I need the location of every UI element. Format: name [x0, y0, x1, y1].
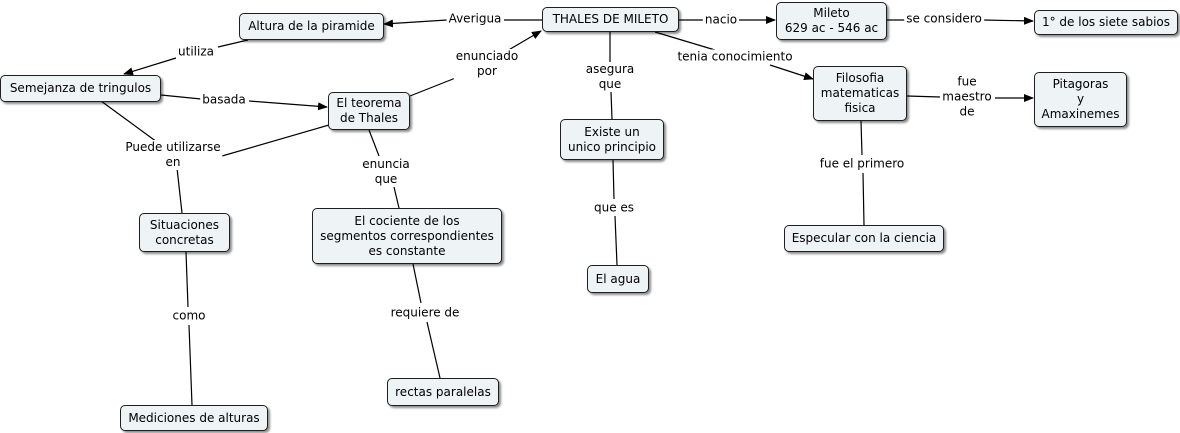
node-el-agua[interactable]: El agua	[587, 265, 649, 293]
edge-situaciones-como	[185, 251, 189, 308]
link-label-fue-el-primero: fue el primero	[817, 156, 907, 172]
node-semejanza-triangulos[interactable]: Semejanza de tringulos	[0, 75, 161, 102]
node-unico-principio[interactable]: Existe un unico principio	[560, 119, 664, 160]
link-label-tenia-conocimiento: tenia conocimiento	[675, 49, 795, 65]
node-teorema-thales[interactable]: El teorema de Thales	[328, 92, 410, 130]
edge-teorema-enunciado	[409, 76, 459, 97]
link-label-asegura-que: asegura que	[583, 62, 637, 92]
link-label-enuncia-que: enuncia que	[360, 157, 412, 187]
link-label-que-es: que es	[591, 200, 637, 216]
link-label-nacio: nacio	[702, 12, 740, 28]
edge-filosofia-fueprimero	[860, 120, 863, 156]
edge-averigua-altura	[383, 19, 448, 28]
edge-utiliza-semejanza	[123, 57, 177, 76]
node-filosofia[interactable]: Filosofia matematicas fisica	[813, 66, 907, 121]
link-label-fue-maestro-de: fue maestro de	[940, 74, 994, 120]
edge-semejanza-basada	[160, 94, 202, 100]
edge-cociente-requiere	[412, 263, 422, 304]
node-rectas-paralelas[interactable]: rectas paralelas	[387, 378, 499, 406]
link-label-puede-utilizarse-en: Puede utilizarse en	[123, 140, 223, 170]
edge-teorema-enuncia	[368, 129, 380, 157]
link-label-utiliza: utiliza	[176, 44, 216, 60]
edge-tenia-filosofia	[769, 64, 814, 81]
edge-seconsidero-sabios	[982, 16, 1034, 25]
edge-basada-teorema	[248, 100, 328, 111]
node-mileto[interactable]: Mileto 629 ac - 546 ac	[776, 2, 887, 40]
node-pitagoras[interactable]: Pitagoras y Amaxinemes	[1034, 72, 1127, 127]
node-siete-sabios[interactable]: 1° de los siete sabios	[1034, 10, 1178, 35]
link-label-se-considero: se considero	[904, 11, 984, 27]
edge-requiere-rectas	[426, 321, 441, 379]
node-especular-ciencia[interactable]: Especular con la ciencia	[784, 225, 944, 252]
link-label-requiere-de: requiere de	[388, 305, 462, 321]
edge-semejanza-puede	[100, 100, 158, 143]
edge-asegura-principio	[610, 91, 613, 120]
edge-como-mediciones	[188, 324, 193, 406]
link-label-averigua: Averigua	[446, 11, 504, 27]
edge-altura-utiliza	[217, 39, 249, 48]
edge-teorema-puede	[221, 124, 330, 157]
link-label-basada: basada	[200, 92, 248, 108]
node-mediciones-alturas[interactable]: Mediciones de alturas	[120, 405, 268, 431]
node-cociente-segmentos[interactable]: El cociente de los segmentos correspondi…	[312, 208, 502, 264]
edge-thales-tenia	[654, 31, 716, 51]
node-situaciones-concretas[interactable]: Situaciones concretas	[139, 213, 230, 252]
edge-puede-situaciones	[176, 167, 183, 214]
edge-filosofia-fuemaestro	[906, 95, 941, 98]
link-label-enunciado-por: enunciado por	[453, 49, 521, 79]
edge-principio-quees	[612, 159, 615, 200]
edge-quees-agua	[614, 215, 618, 266]
node-altura-piramide[interactable]: Altura de la piramide	[239, 13, 384, 40]
edge-enuncia-cociente	[393, 186, 400, 209]
node-thales-de-mileto[interactable]: THALES DE MILETO	[542, 7, 679, 32]
edge-fueprimero-especular	[862, 172, 865, 226]
link-label-como: como	[170, 308, 208, 324]
